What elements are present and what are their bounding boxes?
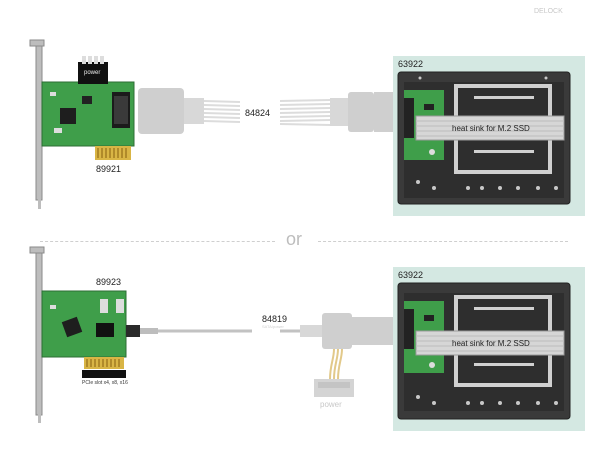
bottom-pcie-slot: [82, 370, 126, 378]
bottom-enclosure: [393, 267, 585, 431]
separator-or-label: or: [286, 229, 303, 249]
top-card-power-tag: power: [84, 70, 101, 76]
top-heat-sink-label: heat sink for M.2 SSD: [452, 124, 530, 133]
top-enclosure-part-label: 63922: [398, 59, 424, 69]
top-cable-part-label: 84824: [245, 108, 271, 118]
bottom-diagram: [29, 246, 585, 431]
bottom-pcie-card: [41, 290, 127, 369]
top-card-part-label: 89921: [96, 164, 122, 174]
bottom-power-label: power: [320, 400, 342, 409]
bottom-cable-part-label: 84819: [262, 314, 288, 324]
top-cable-84824: [138, 88, 396, 134]
separator-line-left: [40, 241, 275, 243]
bottom-card-part-label: 89923: [96, 277, 122, 287]
top-enclosure: [393, 56, 585, 216]
bottom-cable-84819: [126, 313, 396, 397]
bottom-enclosure-part-label: 63922: [398, 270, 424, 280]
bottom-slot-label: PCIe slot x4, x8, x16: [82, 380, 128, 386]
bottom-heat-sink-label: heat sink for M.2 SSD: [452, 339, 530, 348]
bottom-cable-sublabel: SATA/power: [262, 324, 284, 329]
separator-line-right: [318, 241, 568, 243]
top-diagram: [29, 39, 585, 216]
brand-logo-text: DELOCK: [534, 8, 563, 15]
top-pcie-card: [41, 56, 135, 160]
